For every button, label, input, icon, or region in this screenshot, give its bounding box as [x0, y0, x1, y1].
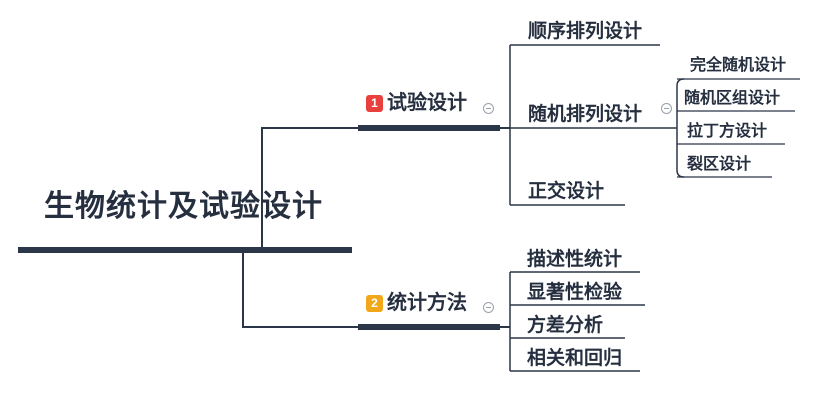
branch-2-label: 统计方法 [387, 292, 467, 314]
connector-root-to-branch-2 [242, 250, 360, 328]
bracket-suiji-children [676, 78, 685, 178]
connector-root-to-branch-1 [261, 127, 360, 250]
branch-1-index-badge: 1 [366, 94, 383, 112]
root-node-label[interactable]: 生物统计及试验设计 [44, 190, 323, 223]
node-miaoshuxing-tongji[interactable]: 描述性统计 [527, 249, 623, 270]
node-xiangguan-he-huigui[interactable]: 相关和回归 [527, 348, 623, 369]
node-fangcha-fenxi[interactable]: 方差分析 [527, 315, 604, 336]
node-shunxu-pailie-sheji[interactable]: 顺序排列设计 [528, 21, 643, 42]
collapse-minus-icon-suiji-pailie-sheji[interactable] [661, 103, 672, 114]
node-suiji-quzu-sheji[interactable]: 随机区组设计 [684, 90, 781, 107]
branch-1-label: 试验设计 [387, 92, 467, 114]
node-liequ-sheji[interactable]: 裂区设计 [687, 156, 752, 173]
branch-node-2[interactable]: 2 统计方法 [366, 293, 467, 313]
node-xianzhuxing-jianyan[interactable]: 显著性检验 [527, 282, 623, 303]
branch-node-1[interactable]: 1 试验设计 [366, 93, 467, 113]
node-suiji-pailie-sheji[interactable]: 随机排列设计 [528, 104, 643, 125]
node-zhengjiao-sheji[interactable]: 正交设计 [528, 181, 605, 202]
collapse-minus-icon-branch-2[interactable] [483, 302, 494, 313]
node-wanquan-suiji-sheji[interactable]: 完全随机设计 [690, 57, 787, 74]
branch-2-index-badge: 2 [366, 294, 383, 312]
collapse-minus-icon-branch-1[interactable] [483, 103, 494, 114]
node-lading-fang-sheji[interactable]: 拉丁方设计 [687, 123, 768, 140]
